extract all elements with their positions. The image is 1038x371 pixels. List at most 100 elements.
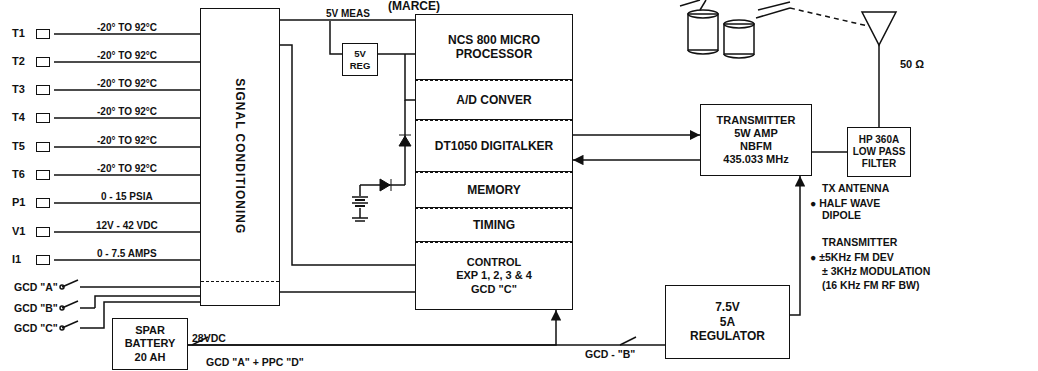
note-label: GCD "C" [14, 322, 58, 334]
node-text: BATTERY [125, 337, 176, 350]
node-text: NBFM [740, 140, 772, 153]
section-divider [201, 281, 279, 282]
note-label: TRANSMITTER [822, 236, 897, 248]
edge-label: -20° TO 92°C [96, 22, 158, 33]
node-text: LOW PASS [853, 146, 906, 158]
terminal-jack [36, 113, 50, 123]
battery-box: SPARBATTERY20 AH [112, 318, 188, 370]
node-text: 5V REG [343, 48, 377, 71]
terminal-jack [36, 29, 50, 39]
node-text: 5W AMP [734, 127, 778, 140]
node-text: REGULATOR [690, 329, 765, 343]
edge-label: 0 - 7.5 AMPS [96, 248, 158, 259]
transmitter-box: TRANSMITTER5W AMPNBFM435.033 MHz [700, 104, 812, 176]
connector [54, 33, 200, 35]
edge-label: -20° TO 92°C [96, 106, 158, 117]
note-label: (MARCE) [388, 0, 440, 14]
node-text: I1 [12, 253, 36, 266]
processor-section: DT1050 DIGITALKER [415, 120, 573, 172]
connector [54, 89, 200, 91]
terminal-jack [36, 198, 50, 208]
processor-section: A/D CONVER [415, 80, 573, 120]
processor-section: TIMING [415, 208, 573, 242]
input-terminal: P1 [12, 197, 54, 209]
node-text: T3 [12, 83, 36, 96]
node-text: T1 [12, 27, 36, 40]
processor-section: MEMORY [415, 172, 573, 208]
node-text: NCS 800 MICRO PROCESSOR [438, 33, 550, 62]
node-text: CONTROL [467, 256, 521, 269]
input-terminal: T1 [12, 28, 54, 40]
diode-symbol [399, 135, 411, 136]
node-text: A/D CONVER [456, 93, 531, 107]
diode-symbol [380, 179, 390, 191]
node-text: FILTER [862, 158, 896, 170]
switch-lever [62, 301, 78, 308]
note-label: 50 Ω [900, 58, 924, 71]
connector [54, 202, 200, 204]
node-text: MEMORY [467, 183, 521, 197]
node-text: T6 [12, 168, 36, 181]
wire [80, 307, 95, 309]
terminal-jack [36, 85, 50, 95]
node-text: HP 360A [859, 134, 899, 146]
edge-label: 12V - 42 VDC [95, 220, 159, 231]
filter-box: HP 360ALOW PASSFILTER [847, 127, 911, 177]
node-text: 20 AH [135, 351, 166, 364]
antenna-symbol [862, 12, 896, 45]
node-text: DT1050 DIGITALKER [435, 139, 553, 153]
diode-symbol [399, 136, 411, 146]
connector [790, 176, 800, 315]
connector [54, 117, 200, 119]
terminal-jack [36, 142, 50, 152]
note-label: ± 3KHz MODULATION [822, 265, 930, 277]
battery-cell-symbol [352, 197, 368, 206]
node-text: T4 [12, 111, 36, 124]
node-text: 435.033 MHz [723, 153, 788, 166]
ground-symbol [355, 220, 365, 222]
wire [280, 291, 415, 293]
node-text: SIGNAL CONDITIONING [233, 41, 247, 271]
ground-symbol [352, 217, 368, 219]
switch-lever [62, 321, 78, 328]
note-label: GCD "B" [14, 302, 58, 314]
edge-label: 5V MEAS [325, 8, 371, 19]
connector [573, 134, 700, 136]
edge-label: -20° TO 92°C [96, 135, 158, 146]
wire [359, 208, 361, 218]
antenna-feed [878, 45, 880, 127]
terminal-jack [36, 227, 50, 237]
diode-symbol [391, 179, 392, 191]
processor-box: NCS 800 MICRO PROCESSOR [415, 14, 573, 80]
node-text: TIMING [473, 218, 515, 232]
connector [54, 61, 200, 63]
note-label: GCD "A" [14, 281, 58, 293]
node-text: TRANSMITTER [717, 114, 796, 127]
edge-label: 0 - 15 PSIA [100, 191, 154, 202]
connector [54, 174, 200, 176]
input-terminal: I1 [12, 254, 54, 266]
node-text: T2 [12, 55, 36, 68]
note-label: GCD - "B" [585, 348, 635, 360]
note-label: ● HALF WAVE DIPOLE [810, 197, 918, 221]
terminal-jack [36, 170, 50, 180]
payload-illustration [680, 0, 790, 58]
wire [405, 54, 415, 100]
connector [188, 344, 665, 346]
connector [280, 19, 415, 21]
note-label: 28VDC [192, 332, 226, 344]
input-terminal: T5 [12, 141, 54, 153]
connector [812, 151, 847, 153]
connector [54, 146, 200, 148]
terminal-jack [36, 57, 50, 67]
input-terminal: T3 [12, 84, 54, 96]
regulator-box: 7.5V5AREGULATOR [665, 285, 790, 359]
wire [80, 286, 200, 288]
wire [378, 53, 415, 55]
input-terminal: T4 [12, 112, 54, 124]
regulator-box: 5V REG [342, 43, 378, 76]
switch-lever [620, 337, 636, 345]
leader-line [790, 8, 868, 26]
node-text: SPAR [135, 324, 165, 337]
note-label: ● ±5KHz FM DEV [810, 251, 894, 263]
